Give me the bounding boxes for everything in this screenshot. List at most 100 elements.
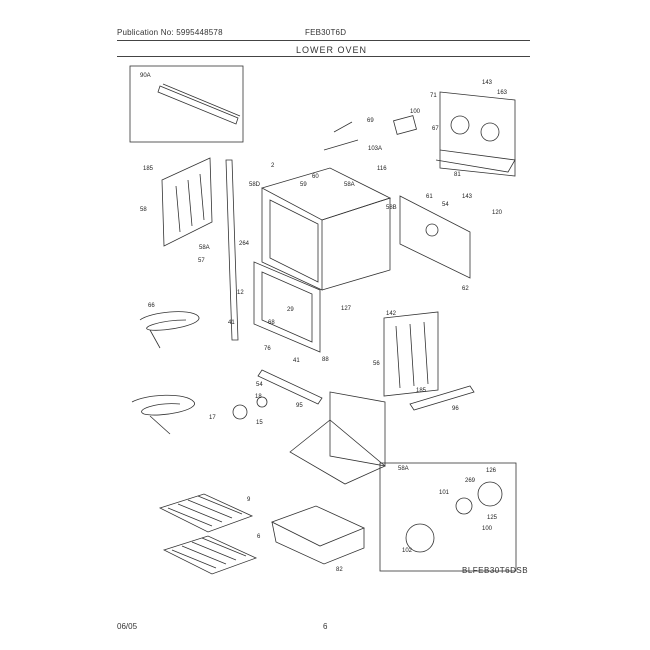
part-number-label: 61	[426, 194, 433, 200]
panel-hole	[480, 122, 500, 142]
insulation-panel	[383, 311, 439, 397]
part-number-label: 12	[237, 290, 244, 296]
part-number-label: 185	[143, 166, 154, 172]
part-number-label: 58A	[199, 245, 210, 251]
vent-cover	[393, 115, 417, 135]
part-number-label: 125	[487, 515, 498, 521]
footer-date: 06/05	[117, 622, 138, 631]
part-number-label: 41	[293, 358, 300, 364]
header-rule	[117, 40, 530, 41]
trim-strip	[157, 83, 241, 125]
part-number-label: 59	[300, 182, 307, 188]
part-number-label: 102	[402, 548, 413, 554]
oven-back	[321, 197, 391, 291]
fan-cover	[405, 523, 435, 553]
model-number: FEB30T6D	[305, 28, 347, 37]
part-number-label: 163	[497, 90, 508, 96]
part-number-label: 58B	[386, 205, 397, 211]
part-number-label: 143	[482, 80, 493, 86]
panel-hole	[450, 115, 470, 135]
part-number-label: 103A	[368, 146, 382, 152]
door-frame	[253, 261, 321, 353]
publication-number: Publication No: 5995448578	[117, 28, 223, 37]
part-number-label: 96	[452, 406, 459, 412]
part-number-label: 17	[209, 415, 216, 421]
broiler-pan-side	[271, 521, 365, 565]
part-number-label: 100	[410, 109, 421, 115]
lower-trim	[257, 369, 323, 405]
part-number-label: 69	[367, 118, 374, 124]
part-number-label: 264	[239, 241, 250, 247]
broiler-pan	[270, 505, 366, 547]
part-number-label: 90A	[140, 73, 151, 79]
part-number-label: 101	[439, 490, 450, 496]
bottom-back	[329, 391, 386, 467]
part-number-label: 185	[416, 388, 427, 394]
part-number-label: 95	[296, 403, 303, 409]
oven-top	[260, 167, 392, 221]
part-number-label: 2	[271, 163, 275, 169]
part-number-label: 58A	[344, 182, 355, 188]
diagram-code: BLFEB30T6DSB	[462, 566, 529, 575]
part-number-label: 68	[268, 320, 275, 326]
part-number-label: 56	[373, 361, 380, 367]
section-rule	[117, 56, 530, 57]
part-number-label: 62	[462, 286, 469, 292]
page-number: 6	[323, 622, 328, 631]
part-number-label: 71	[430, 93, 437, 99]
oven-opening	[269, 199, 319, 283]
rack-wires	[171, 537, 247, 569]
section-title: LOWER OVEN	[296, 45, 368, 55]
part-number-label: 100	[482, 526, 493, 532]
part-number-label: 127	[341, 306, 352, 312]
door-window	[261, 271, 313, 343]
side-trim	[225, 159, 239, 341]
rack-wires	[167, 495, 243, 527]
broil-element	[139, 311, 200, 331]
part-number-label: 143	[462, 194, 473, 200]
part-number-label: 54	[442, 202, 449, 208]
fan-motor	[477, 481, 503, 507]
part-number-label: 58D	[249, 182, 261, 188]
part-number-label: 81	[454, 172, 461, 178]
element-lead	[149, 329, 161, 349]
rear-panel	[439, 91, 516, 177]
oven-side	[261, 188, 323, 291]
part-number-label: 269	[465, 478, 476, 484]
part-number-label: 120	[492, 210, 503, 216]
part-number-label: 67	[432, 126, 439, 132]
oven-rack	[162, 535, 258, 575]
sensor	[232, 404, 248, 420]
fan-blade	[455, 497, 473, 515]
side-panel	[161, 157, 213, 247]
part-number-label: 6	[257, 534, 261, 540]
part-number-label: 54	[256, 382, 263, 388]
part-number-label: 18	[255, 394, 262, 400]
bake-element	[131, 394, 195, 416]
part-number-label: 116	[377, 166, 387, 172]
plate-hole	[425, 223, 439, 237]
part-number-label: 60	[312, 174, 319, 180]
part-number-label: 66	[148, 303, 155, 309]
part-number-label: 142	[386, 311, 397, 317]
part-number-label: 58A	[398, 466, 409, 472]
part-number-label: 88	[322, 357, 329, 363]
part-number-label: 15	[256, 420, 263, 426]
part-number-label: 9	[247, 497, 251, 503]
vent-strip	[409, 385, 475, 411]
part-number-label: 76	[264, 346, 271, 352]
oven-rack	[158, 493, 254, 533]
back-plate	[399, 195, 471, 279]
bracket	[323, 121, 359, 151]
part-number-label: 82	[336, 567, 343, 573]
part-number-label: 29	[287, 307, 294, 313]
inset-box	[129, 65, 244, 143]
part-number-label: 126	[486, 468, 497, 474]
part-number-label: 58	[140, 207, 147, 213]
insulation-ribs	[395, 321, 429, 389]
part-number-label: 57	[198, 258, 205, 264]
fan-inset	[379, 462, 517, 572]
panel-ribs	[175, 173, 205, 233]
